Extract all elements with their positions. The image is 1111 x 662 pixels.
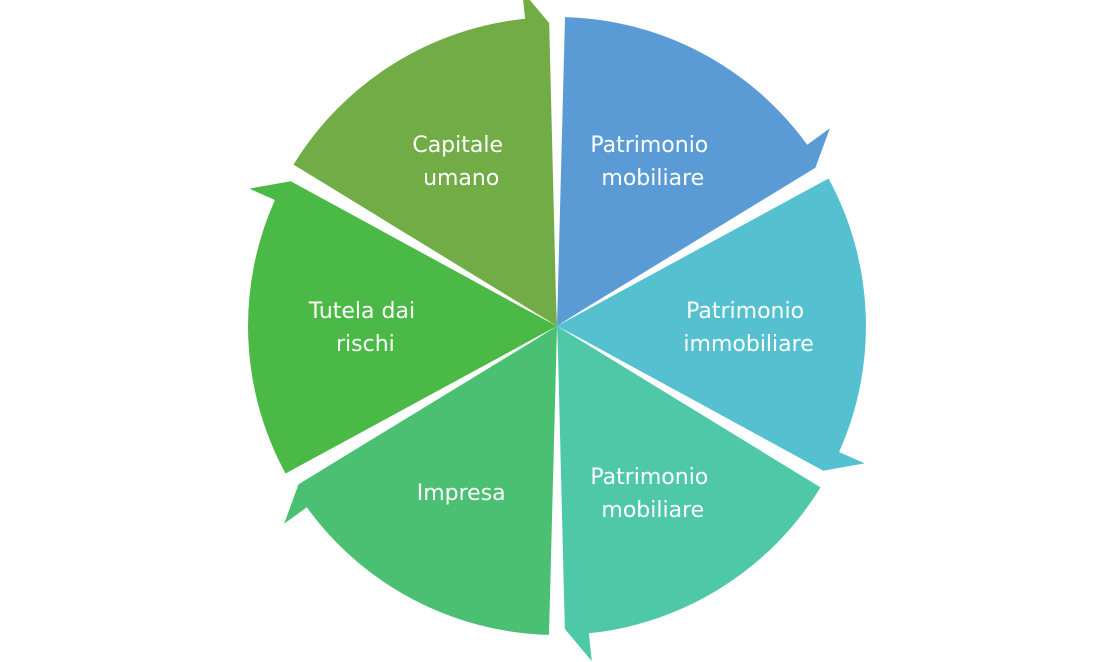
segment-shape (557, 178, 866, 471)
segment-label-line1: Patrimonio (590, 465, 708, 490)
segment-label-line1: Capitale (412, 133, 503, 158)
segment-label: Patrimonio immobiliare (683, 299, 813, 357)
segment-label-line1: Tutela dai (308, 299, 415, 324)
segment-label-line2: rischi (336, 332, 395, 357)
segment-tutela-dai-rischi: Tutela dai rischi (248, 181, 557, 474)
segment-label-line1: Patrimonio (686, 299, 804, 324)
segment-patrimonio-immobiliare: Patrimonio immobiliare (557, 178, 866, 471)
segment-label: Tutela dai rischi (308, 299, 422, 357)
segment-shape (248, 181, 557, 474)
segment-shape (293, 0, 557, 326)
segment-patrimonio-mobiliare-bottom: Patrimonio mobiliare (557, 326, 821, 662)
segment-shape (557, 326, 821, 662)
segment-label: Capitale umano (412, 133, 510, 191)
segment-shape (557, 17, 830, 326)
segment-label: Patrimonio mobiliare (590, 465, 715, 523)
segment-label-line2: mobiliare (601, 166, 704, 191)
segment-label-line1: Impresa (417, 481, 506, 506)
segment-label-line2: umano (423, 166, 499, 191)
segment-label-line2: mobiliare (601, 498, 704, 523)
segment-label: Patrimonio mobiliare (590, 133, 715, 191)
segment-label-line1: Patrimonio (590, 133, 708, 158)
segment-label: Impresa (417, 481, 506, 506)
segment-impresa: Impresa (284, 326, 557, 635)
segment-label-line2: immobiliare (683, 332, 813, 357)
segment-shape (284, 326, 557, 635)
segment-capitale-umano: Capitale umano (293, 0, 557, 326)
segment-patrimonio-mobiliare-top: Patrimonio mobiliare (557, 17, 830, 326)
